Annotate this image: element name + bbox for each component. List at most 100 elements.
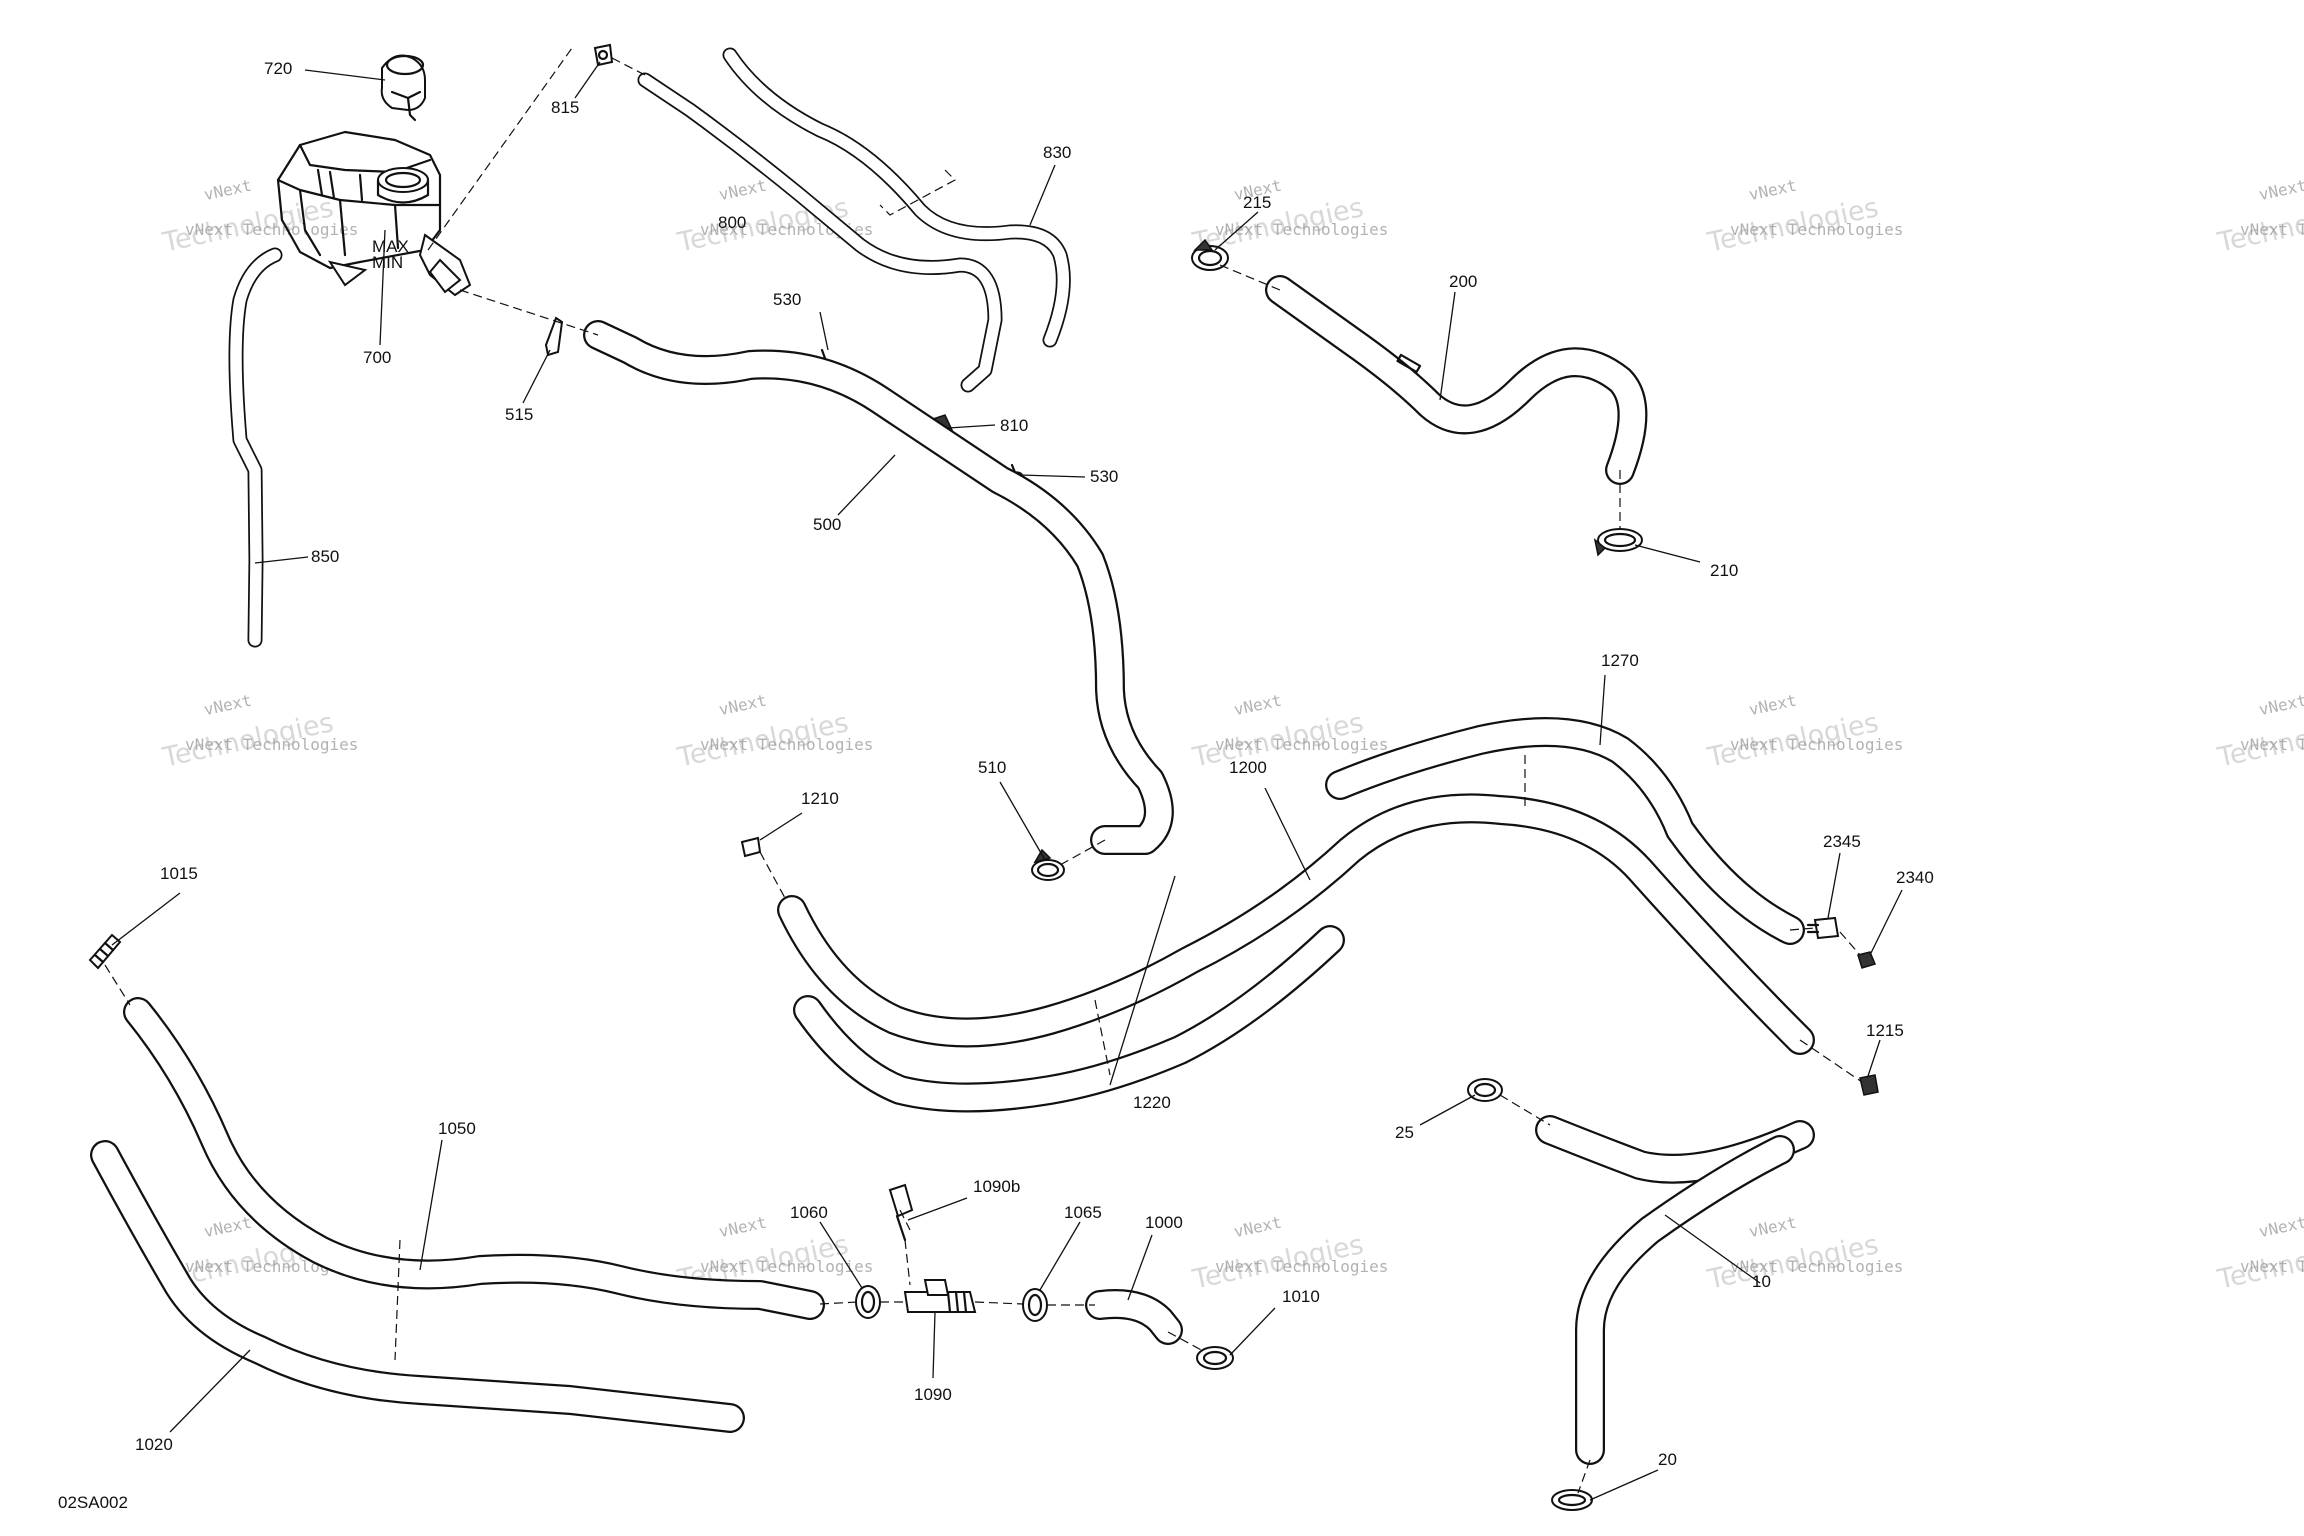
watermark-line: vNext Technologies	[1730, 735, 1903, 754]
reservoir-min-mark: MIN	[372, 253, 403, 272]
watermark-line: vNext	[202, 1213, 253, 1242]
coolant-reservoir: MAX MIN	[276, 130, 472, 297]
callout-1215: 1215	[1866, 1021, 1904, 1040]
figure-reference: 02SA002	[58, 1493, 128, 1512]
watermark-line: vNext Technologies	[1730, 1257, 1903, 1276]
callout-1210: 1210	[801, 789, 839, 808]
plug-1210	[740, 836, 762, 858]
callout-1015: 1015	[160, 864, 198, 883]
watermark-line: vNext	[2257, 691, 2304, 720]
watermark-line: vNext	[717, 691, 768, 720]
callout-810: 810	[1000, 416, 1028, 435]
hose-1050	[123, 997, 825, 1320]
watermark-line: vNext Technologies	[1215, 735, 1388, 754]
callout-215: 215	[1243, 193, 1271, 212]
watermark-line: vNext Technologies	[1730, 220, 1903, 239]
callout-1065: 1065	[1064, 1203, 1102, 1222]
hose-830	[722, 47, 1071, 348]
leader-lines	[111, 61, 1903, 1501]
watermark-line: vNext	[717, 1213, 768, 1242]
callout-1090b: 1090b	[973, 1177, 1020, 1196]
callout-25: 25	[1395, 1123, 1414, 1142]
hose-1270	[1325, 717, 1805, 945]
callout-530-upper: 530	[773, 290, 801, 309]
clamp-20	[1551, 1489, 1593, 1511]
callout-2345: 2345	[1823, 832, 1861, 851]
callout-10: 10	[1752, 1272, 1771, 1291]
watermark-line: vNext	[717, 176, 768, 205]
callout-1200: 1200	[1229, 758, 1267, 777]
clamp-510	[1031, 848, 1065, 881]
callout-510: 510	[978, 758, 1006, 777]
callout-700: 700	[363, 348, 391, 367]
clamp-1010	[1196, 1346, 1234, 1370]
callout-210: 210	[1710, 561, 1738, 580]
callout-labels: 720 815 830 800 700 530 515 810 530 500 …	[135, 59, 1934, 1469]
overflow-hose-850	[228, 247, 283, 648]
hose-500	[583, 320, 1174, 855]
watermark-line: vNext Technologies	[2240, 220, 2304, 239]
watermark-line: vNext	[2257, 176, 2304, 205]
watermark-line: vNext Technologies	[700, 735, 873, 754]
cap-2340	[1857, 951, 1877, 969]
clamp-215	[1191, 238, 1229, 271]
clip-1015	[88, 933, 122, 970]
fitting-2345	[1806, 916, 1840, 940]
watermark-line: vNext Technologies	[1215, 1257, 1388, 1276]
reservoir-cap	[380, 54, 426, 122]
callout-200: 200	[1449, 272, 1477, 291]
callout-1010: 1010	[1282, 1287, 1320, 1306]
callout-800: 800	[718, 213, 746, 232]
callout-1000: 1000	[1145, 1213, 1183, 1232]
clip-815	[593, 43, 614, 67]
watermark-line: vNext	[1747, 176, 1798, 205]
hose-10	[1535, 1115, 1815, 1465]
callout-1270: 1270	[1601, 651, 1639, 670]
callout-530-lower: 530	[1090, 467, 1118, 486]
callout-1060: 1060	[790, 1203, 828, 1222]
hose-1020	[90, 1140, 745, 1433]
assembly-dashed-lines	[104, 47, 1863, 1494]
clamp-210	[1593, 528, 1643, 557]
hose-1220	[793, 925, 1345, 1113]
callout-1020: 1020	[135, 1435, 173, 1454]
clamp-25	[1467, 1078, 1503, 1102]
clamp-1215	[1859, 1074, 1879, 1096]
callout-1090: 1090	[914, 1385, 952, 1404]
watermark-line: vNext	[202, 176, 253, 205]
watermark-line: vNext Technologies	[185, 735, 358, 754]
callout-500: 500	[813, 515, 841, 534]
watermark-line: vNext Technologies	[700, 1257, 873, 1276]
reservoir-max-mark: MAX	[372, 237, 409, 256]
callout-20: 20	[1658, 1450, 1677, 1469]
callout-815: 815	[551, 98, 579, 117]
watermark-line: vNext	[1232, 691, 1283, 720]
sensor-1090b	[888, 1183, 914, 1242]
callout-720: 720	[264, 59, 292, 78]
callout-515: 515	[505, 405, 533, 424]
callout-1050: 1050	[438, 1119, 476, 1138]
hose-200	[1265, 275, 1648, 485]
watermark-line: vNext	[202, 691, 253, 720]
hose-800	[637, 72, 1003, 393]
watermark-line: vNext	[1232, 1213, 1283, 1242]
t-fitting-1090	[903, 1279, 977, 1314]
callout-2340: 2340	[1896, 868, 1934, 887]
watermark-line: vNext	[1747, 1213, 1798, 1242]
watermark-line: vNext Technologies	[185, 220, 358, 239]
hose-1200	[777, 793, 1815, 1055]
callout-830: 830	[1043, 143, 1071, 162]
clamp-1060	[855, 1285, 881, 1319]
